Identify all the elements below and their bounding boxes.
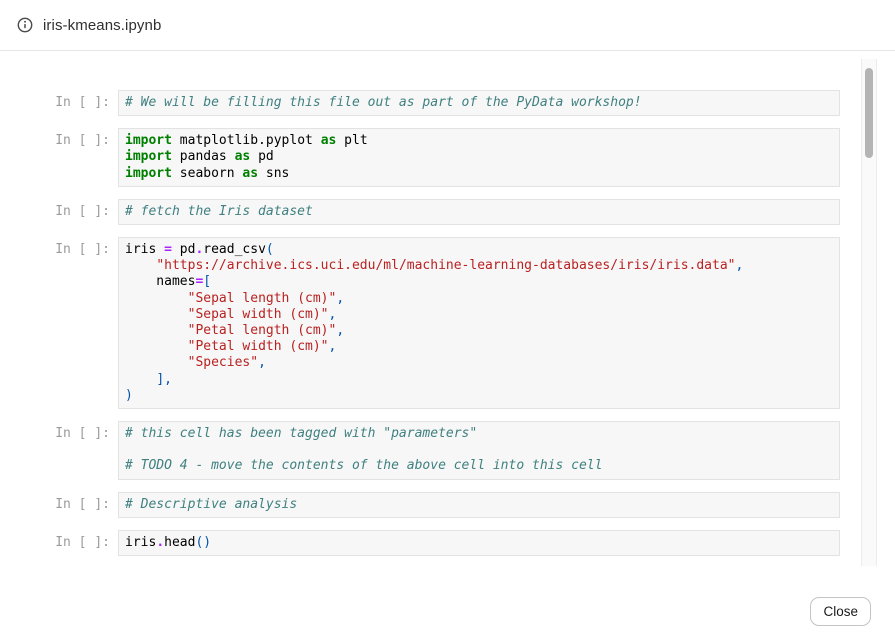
code-cell: In [ ]: # Descriptive analysis [48,491,840,518]
titlebar: iris-kmeans.ipynb [0,0,895,51]
cell-code: # fetch the Iris dataset [125,203,313,219]
code-cell: In [ ]: iris.head() [48,529,840,557]
cell-input: # We will be filling this file out as pa… [118,90,840,117]
cell-code: # this cell has been tagged with "parame… [125,426,603,474]
file-title: iris-kmeans.ipynb [43,16,162,34]
cell-prompt: In [ ]: [55,426,110,442]
cell-code: # We will be filling this file out as pa… [125,95,642,110]
cell-prompt: In [ ]: [55,242,110,258]
notebook-scroll-area[interactable]: In [ ]: # We will be filling this file ou… [0,52,895,572]
code-cell: In [ ]: import matplotlib.pyplot as plt i… [48,128,840,187]
cell-prompt: In [ ]: [55,534,110,550]
info-icon [17,17,33,33]
close-button[interactable]: Close [810,597,871,626]
cell-code: import matplotlib.pyplot as plt import p… [125,133,368,181]
cell-input: # Descriptive analysis [118,491,840,518]
scrollbar-track[interactable] [861,59,877,566]
cell-input: # this cell has been tagged with "parame… [118,421,840,480]
notebook-cells: In [ ]: # We will be filling this file ou… [48,90,840,568]
cell-code: # Descriptive analysis [125,496,298,512]
cell-prompt: In [ ]: [55,203,110,219]
cell-input: iris.head() [118,529,840,557]
scrollbar-thumb[interactable] [865,68,873,158]
code-cell: In [ ]: iris = pd.read_csv( "https://arch… [48,237,840,410]
code-cell: In [ ]: # this cell has been tagged with … [48,421,840,480]
cell-prompt: In [ ]: [55,496,110,512]
cell-input: iris = pd.read_csv( "https://archive.ics… [118,237,840,410]
cell-code: iris.head() [125,534,212,550]
cell-prompt: In [ ]: [55,133,110,149]
code-cell: In [ ]: # fetch the Iris dataset [48,198,840,226]
cell-code: iris = pd.read_csv( "https://archive.ics… [125,242,744,403]
cell-input: import matplotlib.pyplot as plt import p… [118,128,840,187]
cell-prompt: In [ ]: [55,95,110,110]
cell-input: # fetch the Iris dataset [118,198,840,226]
code-cell: In [ ]: # We will be filling this file ou… [48,90,840,117]
